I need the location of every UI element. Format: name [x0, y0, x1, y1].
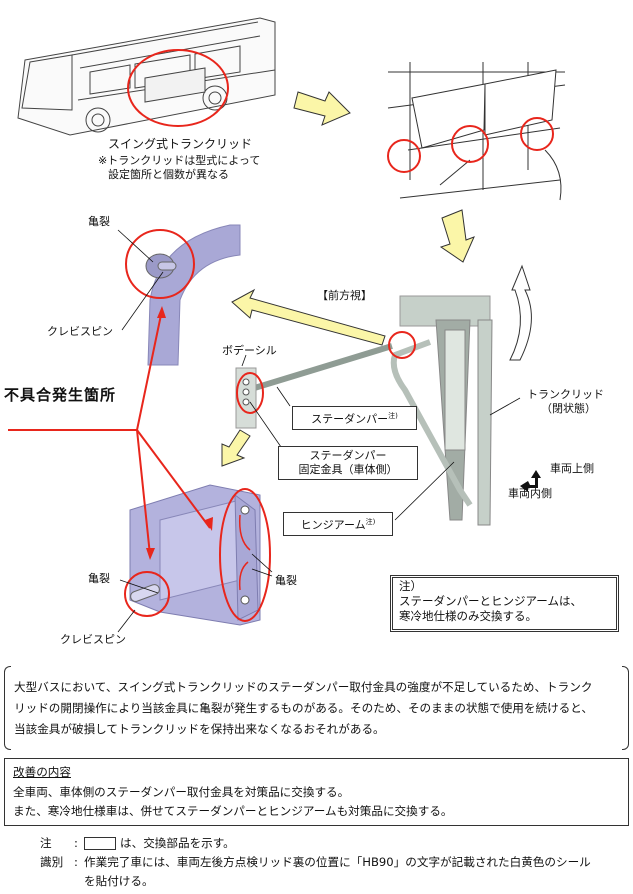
improvement-line2: また、寒冷地仕様車は、併せてステーダンパーとヒンジアームも対策品に交換する。 [13, 804, 453, 818]
bracket-pin-circle [124, 571, 170, 617]
stay-damper-bracket-label: ステーダンパー 固定金具（車体側） [278, 446, 418, 480]
hinge-arm-note: 注) [365, 518, 376, 526]
problem-leader-lines [8, 309, 211, 556]
note-box-title: 注） [399, 579, 422, 593]
hinge-arm-text: ヒンジアーム [300, 518, 366, 532]
clevis-pin-label-top: クレビスピン [47, 325, 113, 338]
crack-label-top: 亀裂 [88, 215, 110, 228]
footer-id-line2: を貼付ける。 [84, 874, 154, 888]
replacement-part-swatch [84, 837, 116, 850]
improvement-title: 改善の内容 [13, 765, 71, 779]
bus-note-line2: 設定箇所と個数が異なる [108, 168, 229, 181]
arrow-left-icon [231, 288, 386, 346]
bus-highlight-circle [127, 49, 229, 127]
bracket-left [4, 666, 11, 750]
rotation-arrow-icon [509, 264, 532, 361]
arrow-right-icon [293, 91, 351, 126]
hinge-circle-3 [520, 117, 554, 151]
description-line1: 大型バスにおいて、スイング式トランクリッドのステーダンパー取付金具の強度が不足し… [14, 680, 593, 694]
note-box-line2: 寒冷地仕様のみ交換する。 [399, 609, 537, 623]
footer-note-row: 注 : は、交換部品を示す。 [40, 834, 591, 853]
footer-id-line1: 作業完了車には、車両左後方点検リッド裏の位置に「HB90」の文字が記載された白黄… [84, 855, 591, 869]
defect-description: 大型バスにおいて、スイング式トランクリッドのステーダンパー取付金具の強度が不足し… [4, 666, 629, 750]
clevis-pin-label-bottom: クレビスピン [60, 633, 126, 646]
footer-id-row: 識別 : 作業完了車には、車両左後方点検リッド裏の位置に「HB90」の文字が記載… [40, 853, 591, 891]
label-leader-lines [117, 229, 521, 633]
trunk-lid-closeup [387, 62, 566, 201]
description-line3: 当該金具が破損してトランクリッドを保持出来なくなるおそれがある。 [14, 722, 385, 736]
front-view-damper-circle [388, 331, 416, 359]
crack-label-bottom-right: 亀裂 [275, 574, 297, 587]
body-sill-circle [236, 372, 264, 414]
cold-region-note-box: 注） ステーダンパーとヒンジアームは、 寒冷地仕様のみ交換する。 [390, 575, 619, 632]
vehicle-inner-label: 車両内側 [508, 487, 552, 500]
bracket-crack-circle [219, 488, 271, 622]
front-view-assembly [235, 295, 493, 526]
stay-damper-bracket-line1: ステーダンパー [309, 449, 387, 462]
crack-label-bottom-left: 亀裂 [88, 572, 110, 585]
footer-note-text: は、交換部品を示す。 [120, 836, 235, 850]
direction-arrows-icon [520, 470, 541, 492]
problem-location-label: 不具合発生箇所 [4, 386, 117, 404]
arrow-down-icon [439, 209, 475, 263]
hinge-arm-label: ヒンジアーム注) [283, 512, 393, 536]
stay-damper-text: ステーダンパー [311, 412, 389, 426]
arrow-down-left-icon [221, 429, 251, 467]
bracket-illustration [129, 484, 261, 626]
clevis-highlight-circle [125, 229, 195, 299]
stay-damper-note: 注) [388, 412, 398, 420]
trunk-lid-line1: トランクリッド [527, 388, 604, 401]
bus-caption: スイング式トランクリッド [108, 137, 253, 151]
footer-id-key: 識別 [40, 855, 64, 869]
note-box-line1: ステーダンパーとヒンジアームは、 [399, 594, 582, 608]
clevis-pin-closeup [145, 224, 241, 366]
hinge-circle-2 [451, 125, 489, 163]
footer-note-key: 注 [40, 836, 52, 850]
stay-damper-label: ステーダンパー注) [292, 406, 417, 430]
trunk-lid-line2: （閉状態） [541, 402, 596, 415]
diagram-figure [8, 17, 566, 633]
stay-damper-bracket-line2: 固定金具（車体側） [298, 463, 398, 476]
body-sill-label: ボデーシル [222, 344, 277, 357]
improvement-line1: 全車両、車体側のステーダンパー取付金具を対策品に交換する。 [13, 784, 350, 799]
front-view-label: 【前方視】 [317, 289, 372, 302]
footer-notes: 注 : は、交換部品を示す。 識別 : 作業完了車には、車両左後方点検リッド裏の… [40, 834, 591, 891]
hinge-circle-1 [387, 139, 421, 173]
bracket-right [622, 666, 629, 750]
improvement-box: 改善の内容 全車両、車体側のステーダンパー取付金具を対策品に交換する。 また、寒… [4, 758, 629, 826]
description-line2: リッドの開閉操作により当該金具に亀裂が発生するものがある。そのため、そのままの状… [14, 701, 593, 715]
bus-note-line1: ※トランクリッドは型式によって [98, 154, 261, 167]
vehicle-up-label: 車両上側 [550, 462, 594, 475]
